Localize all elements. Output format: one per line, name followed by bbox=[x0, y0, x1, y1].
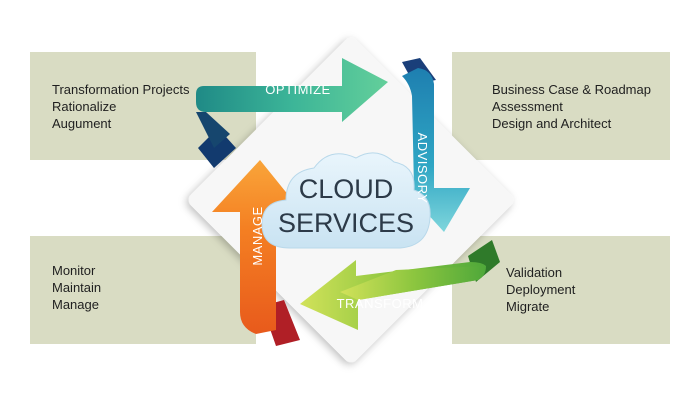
advisory-arrow bbox=[402, 68, 470, 232]
stage-label-transform: TRANSFORM bbox=[337, 296, 424, 311]
panel-bottom-left-text: Monitor Maintain Manage bbox=[52, 262, 101, 313]
panel-item: Design and Architect bbox=[492, 116, 612, 131]
panel-top-left-text: Transformation Projects Rationalize Augu… bbox=[52, 81, 190, 132]
stage-label-manage: MANAGE bbox=[250, 206, 265, 265]
panel-item: Monitor bbox=[52, 263, 96, 278]
panel-top-right bbox=[452, 52, 670, 160]
panel-item: Manage bbox=[52, 297, 99, 312]
cloud-icon bbox=[261, 152, 431, 249]
stage-label-optimize: OPTIMIZE bbox=[265, 82, 330, 97]
panel-item: Migrate bbox=[506, 299, 550, 314]
optimize-arrow bbox=[196, 58, 388, 122]
optimize-tail bbox=[196, 112, 230, 148]
panel-item: Validation bbox=[506, 265, 563, 280]
panel-top-right-text: Business Case & Roadmap Assessment Desig… bbox=[492, 81, 651, 132]
panel-item: Transformation Projects bbox=[52, 82, 190, 97]
transform-body bbox=[340, 266, 486, 300]
panel-item: Business Case & Roadmap bbox=[492, 82, 651, 97]
panel-item: Deployment bbox=[506, 282, 576, 297]
panel-item: Augument bbox=[52, 116, 112, 131]
panel-item: Assessment bbox=[492, 99, 563, 114]
panel-item: Rationalize bbox=[52, 99, 117, 114]
panel-item: Maintain bbox=[52, 280, 102, 295]
optimize-fold bbox=[198, 128, 236, 168]
panel-bottom-right-text: Validation Deployment Migrate bbox=[506, 264, 575, 315]
cloud-title-line1: CLOUD bbox=[299, 174, 394, 204]
stage-label-advisory: ADVISORY bbox=[415, 133, 430, 204]
cloud-title-line2: SERVICES bbox=[278, 208, 414, 238]
panel-bottom-left bbox=[30, 236, 256, 344]
